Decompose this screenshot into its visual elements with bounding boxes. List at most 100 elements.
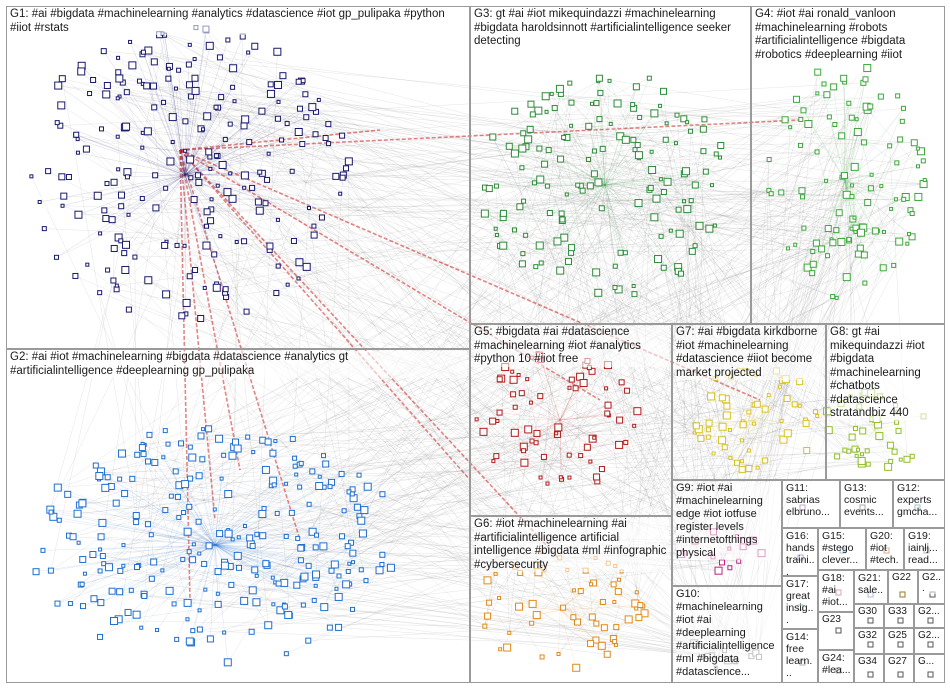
network-node xyxy=(897,617,904,624)
edge xyxy=(867,109,919,167)
edge xyxy=(134,257,137,516)
edge xyxy=(277,219,367,581)
network-node xyxy=(229,64,238,73)
edge xyxy=(338,597,500,628)
cluster-edge xyxy=(604,184,619,290)
network-node xyxy=(812,239,820,247)
network-node xyxy=(168,493,174,499)
cluster-edge xyxy=(214,463,326,546)
network-node xyxy=(121,250,128,257)
cluster-edge xyxy=(829,116,846,181)
cluster-edge xyxy=(184,174,195,200)
network-node xyxy=(493,571,498,576)
network-node xyxy=(257,169,263,175)
network-node xyxy=(360,506,369,515)
network-node xyxy=(524,425,533,434)
network-node xyxy=(573,618,581,626)
cluster-edge xyxy=(559,609,591,644)
edge xyxy=(298,182,535,279)
edge xyxy=(205,28,542,361)
network-node xyxy=(214,568,222,576)
network-node xyxy=(218,234,223,239)
cluster-edge xyxy=(559,376,581,421)
network-node xyxy=(503,643,512,652)
network-node xyxy=(54,600,61,607)
cluster-edge xyxy=(604,173,685,186)
network-node xyxy=(510,369,515,374)
network-node xyxy=(567,80,573,86)
network-node xyxy=(800,194,806,200)
network-node xyxy=(692,422,700,430)
cluster-edge xyxy=(604,184,626,253)
network-node xyxy=(251,450,256,455)
cluster-edge xyxy=(143,52,186,176)
network-node xyxy=(117,476,123,482)
cluster-edge xyxy=(173,544,216,605)
network-node xyxy=(284,611,293,620)
network-node xyxy=(259,532,267,540)
network-node xyxy=(832,122,838,128)
cluster-edge xyxy=(521,392,561,421)
network-node xyxy=(326,141,332,147)
network-node xyxy=(98,126,104,132)
network-node xyxy=(829,239,837,247)
network-node xyxy=(162,507,169,514)
cluster-edge xyxy=(100,544,216,550)
edge xyxy=(338,627,712,656)
cluster-edge xyxy=(559,419,581,456)
edge xyxy=(348,218,854,572)
network-node xyxy=(797,142,803,148)
network-node xyxy=(702,168,709,175)
edge xyxy=(194,199,692,201)
network-node xyxy=(227,121,233,127)
edge xyxy=(318,99,862,464)
cluster-edge xyxy=(184,484,216,546)
network-node xyxy=(834,295,839,300)
group-g29: G2... xyxy=(914,628,945,654)
network-node xyxy=(746,409,752,415)
network-node xyxy=(733,459,740,466)
network-node xyxy=(916,147,925,156)
network-node xyxy=(37,199,42,204)
network-node xyxy=(274,115,281,122)
network-node xyxy=(176,514,182,520)
network-node xyxy=(53,483,62,492)
network-node xyxy=(529,620,535,626)
network-node xyxy=(593,620,600,627)
network-node xyxy=(190,196,198,204)
network-node xyxy=(507,630,512,635)
network-node xyxy=(599,145,606,152)
cluster-edge xyxy=(566,184,606,195)
network-node xyxy=(793,242,798,247)
group-g7-label: G7: #ai #bigdata kirkdborne #iot #machin… xyxy=(676,326,823,381)
network-node xyxy=(567,385,572,390)
cluster-edge xyxy=(559,579,620,611)
cluster-edge xyxy=(521,167,606,186)
edge xyxy=(139,80,730,549)
network-node xyxy=(510,149,519,158)
network-node xyxy=(914,192,923,201)
network-node xyxy=(649,149,654,154)
network-node xyxy=(284,481,289,486)
network-node xyxy=(867,641,874,648)
network-node xyxy=(658,103,663,108)
edge xyxy=(172,141,541,180)
network-node xyxy=(251,42,259,50)
edge xyxy=(195,90,772,194)
cluster-edge xyxy=(184,174,310,209)
network-node xyxy=(269,449,277,457)
cluster-edge xyxy=(844,179,856,232)
group-g26: G2... xyxy=(918,570,945,604)
cluster-edge xyxy=(742,419,756,422)
cluster-edge xyxy=(184,174,323,218)
network-node xyxy=(631,284,636,289)
cluster-edge xyxy=(129,41,186,176)
cluster-edge xyxy=(844,179,906,198)
network-node xyxy=(566,452,572,458)
network-node xyxy=(248,586,257,595)
network-node xyxy=(311,223,317,229)
cluster-edge xyxy=(514,153,606,186)
cluster-edge xyxy=(522,184,606,265)
edge xyxy=(678,209,829,229)
cluster-edge xyxy=(562,184,606,220)
